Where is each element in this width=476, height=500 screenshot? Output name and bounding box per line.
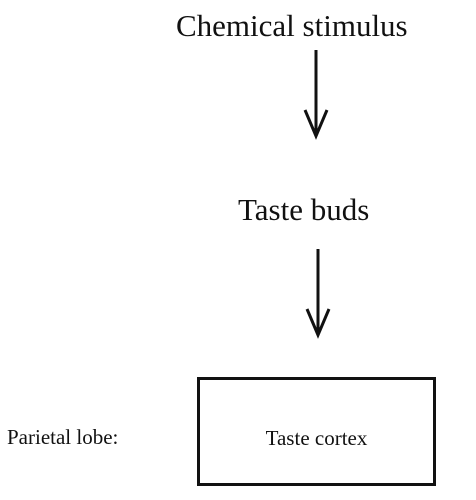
arrow-head (305, 308, 331, 339)
parietal-lobe-label: Parietal lobe: (7, 425, 119, 449)
taste-cortex-box: Taste cortex (197, 377, 436, 486)
arrow-stimulus-to-buds (303, 50, 329, 140)
taste-cortex-label: Taste cortex (265, 426, 368, 450)
taste-buds-node: Taste buds (238, 192, 370, 227)
arrow-head (303, 109, 329, 140)
chemical-stimulus-node: Chemical stimulus (176, 8, 408, 43)
arrow-buds-to-cortex (305, 249, 331, 339)
